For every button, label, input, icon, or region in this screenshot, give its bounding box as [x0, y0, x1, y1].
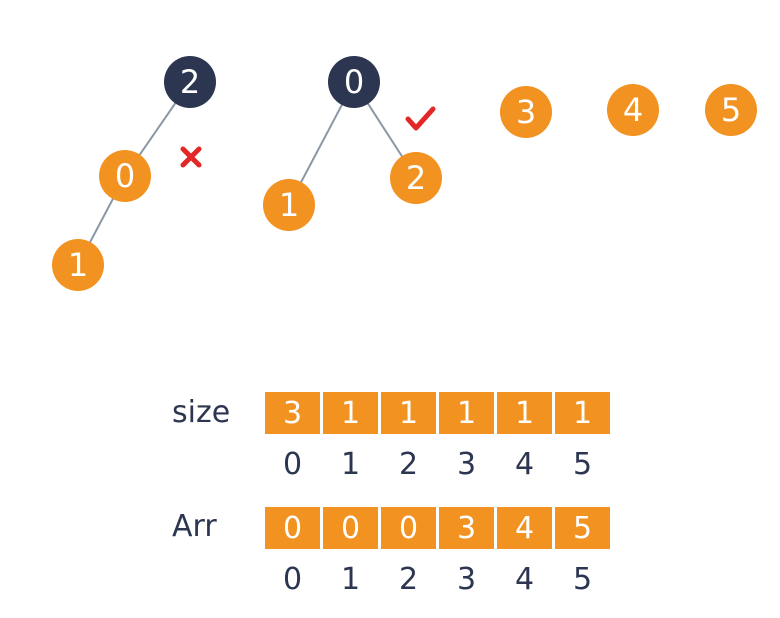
- cross-icon: [180, 146, 202, 168]
- singleton-node-4: 4: [607, 84, 659, 136]
- array-index: 3: [456, 561, 477, 597]
- tree-right-root-node: 0: [328, 56, 380, 108]
- arr-array-label: Arr: [172, 509, 217, 544]
- array-cell: 1: [555, 392, 610, 434]
- size-array-indices: 0 1 2 3 4 5: [265, 444, 610, 484]
- array-cell: 3: [265, 392, 320, 434]
- array-index: 4: [514, 446, 535, 482]
- array-cell: 1: [439, 392, 494, 434]
- tree-right-left-child-node: 1: [263, 179, 315, 231]
- node-label: 3: [516, 93, 536, 131]
- node-label: 1: [279, 186, 299, 224]
- array-cell: 1: [323, 392, 378, 434]
- array-cell: 0: [381, 507, 436, 549]
- array-index: 1: [340, 561, 361, 597]
- node-label: 5: [721, 91, 741, 129]
- node-label: 0: [344, 63, 364, 101]
- array-index: 1: [340, 446, 361, 482]
- array-cell: 0: [265, 507, 320, 549]
- array-index: 2: [398, 561, 419, 597]
- array-index: 0: [282, 446, 303, 482]
- array-cell: 4: [497, 507, 552, 549]
- array-index: 4: [514, 561, 535, 597]
- array-cell: 1: [381, 392, 436, 434]
- tree-right-right-child-node: 2: [390, 152, 442, 204]
- node-label: 1: [68, 246, 88, 284]
- node-label: 0: [115, 157, 135, 195]
- arr-array-indices: 0 1 2 3 4 5: [265, 559, 610, 599]
- array-index: 3: [456, 446, 477, 482]
- node-label: 4: [623, 91, 643, 129]
- array-cell: 5: [555, 507, 610, 549]
- forest-diagram: 2 0 1 0 1 2 3 4 5: [52, 56, 757, 291]
- array-cell: 0: [323, 507, 378, 549]
- tree-left-child-node: 0: [99, 150, 151, 202]
- tree-left-grandchild-node: 1: [52, 239, 104, 291]
- array-index: 5: [572, 446, 593, 482]
- node-label: 2: [180, 63, 200, 101]
- tree-left-root-node: 2: [164, 56, 216, 108]
- array-index: 2: [398, 446, 419, 482]
- size-array: 3 1 1 1 1 1: [265, 392, 610, 434]
- arr-array: 0 0 0 3 4 5: [265, 507, 610, 549]
- size-array-label: size: [172, 395, 231, 430]
- array-cell: 1: [497, 392, 552, 434]
- array-index: 0: [282, 561, 303, 597]
- array-cell: 3: [439, 507, 494, 549]
- singleton-node-5: 5: [705, 84, 757, 136]
- check-icon: [405, 106, 436, 131]
- node-label: 2: [406, 159, 426, 197]
- singleton-node-3: 3: [500, 86, 552, 138]
- array-index: 5: [572, 561, 593, 597]
